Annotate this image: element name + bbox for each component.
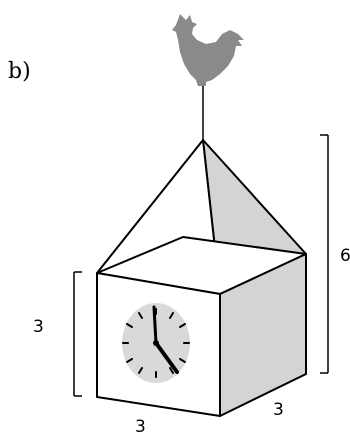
rooster-weathervane-icon — [172, 14, 244, 140]
total-height-label: 6 — [340, 246, 350, 266]
clock-tick-marks — [122, 308, 190, 378]
cube-side-depth-label: 3 — [273, 400, 284, 420]
clock-icon — [122, 303, 190, 383]
part-label: b) — [8, 59, 31, 84]
clock-hands — [152, 305, 179, 374]
cube-height-bracket — [73, 271, 82, 397]
cube-base — [96, 236, 307, 417]
cube-front-width-label: 3 — [135, 417, 146, 435]
cube-height-label: 3 — [33, 317, 44, 337]
total-height-bracket — [320, 134, 329, 374]
